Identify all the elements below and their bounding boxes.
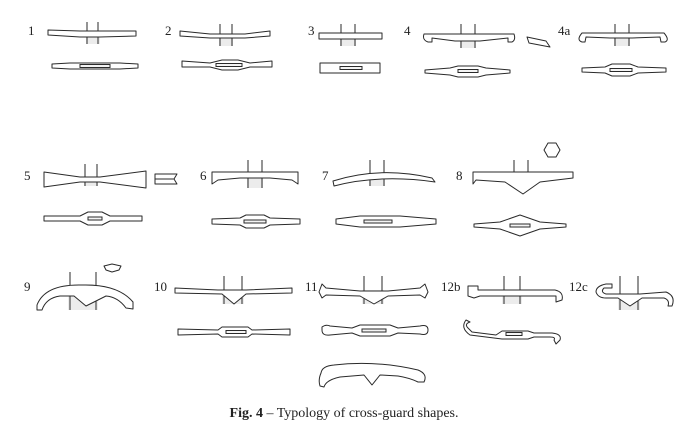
label-2: 2 xyxy=(165,23,172,38)
type-3-side-view xyxy=(318,24,383,46)
type-6: 6 xyxy=(200,160,301,229)
type-1: 1 xyxy=(28,22,139,70)
type-6-side-view xyxy=(211,160,299,188)
type-11-side-view xyxy=(318,276,429,305)
type-5: 5 xyxy=(24,164,178,226)
type-10: 10 xyxy=(154,276,293,338)
type-3-top-view xyxy=(319,62,381,74)
type-12b: 12b xyxy=(441,276,563,345)
label-3: 3 xyxy=(308,23,315,38)
caption-text: – Typology of cross-guard shapes. xyxy=(266,406,459,421)
type-2-side-view xyxy=(179,24,271,46)
type-5-side-view xyxy=(43,164,147,189)
label-7: 7 xyxy=(322,168,329,183)
label-12c: 12c xyxy=(569,279,588,294)
label-4: 4 xyxy=(404,23,411,38)
type-11: 11 xyxy=(305,276,429,388)
type-12c: 12c xyxy=(569,276,674,310)
label-9: 9 xyxy=(24,279,31,294)
type-11-lower-view xyxy=(318,362,426,388)
type-8-top-view xyxy=(473,214,567,237)
type-9-side-view xyxy=(36,272,134,311)
figure-number: Fig. 4 xyxy=(229,406,263,421)
type-9: 9 xyxy=(24,263,134,311)
type-10-top-view xyxy=(177,326,291,338)
type-4-top-view xyxy=(424,65,511,78)
type-4a: 4a xyxy=(558,23,668,77)
type-8: 8 xyxy=(456,142,574,237)
type-5-section xyxy=(154,173,178,185)
typology-drawing: 1 2 3 xyxy=(24,22,674,388)
type-2-top-view xyxy=(181,59,273,71)
type-6-top-view xyxy=(211,214,301,229)
type-4-side-view xyxy=(423,24,516,48)
type-7-top-view xyxy=(335,215,437,228)
label-1: 1 xyxy=(28,23,35,38)
label-5: 5 xyxy=(24,168,31,183)
type-8-side-view xyxy=(472,160,574,195)
label-12b: 12b xyxy=(441,279,461,294)
type-5-top-view xyxy=(43,211,143,226)
type-12b-side-view xyxy=(467,276,563,304)
type-1-top-view xyxy=(51,62,139,70)
label-10: 10 xyxy=(154,279,167,294)
figure-caption: Fig. 4 – Typology of cross-guard shapes. xyxy=(0,406,688,422)
label-8: 8 xyxy=(456,168,463,183)
type-4: 4 xyxy=(404,23,551,78)
type-1-side-view xyxy=(47,22,137,44)
label-11: 11 xyxy=(305,279,318,294)
label-6: 6 xyxy=(200,168,207,183)
type-12c-side-view xyxy=(595,276,674,310)
type-7-side-view xyxy=(332,160,436,187)
type-11-top-view xyxy=(321,324,429,337)
type-3: 3 xyxy=(308,23,383,74)
type-7: 7 xyxy=(322,160,437,228)
type-8-section xyxy=(543,142,561,158)
type-10-side-view xyxy=(174,276,293,305)
type-4a-side-view xyxy=(578,24,668,46)
label-4a: 4a xyxy=(558,23,571,38)
type-2: 2 xyxy=(165,23,273,71)
type-4a-top-view xyxy=(581,63,667,77)
type-9-section xyxy=(103,263,122,273)
type-12b-top-view xyxy=(463,319,561,345)
type-4-section xyxy=(526,36,551,48)
